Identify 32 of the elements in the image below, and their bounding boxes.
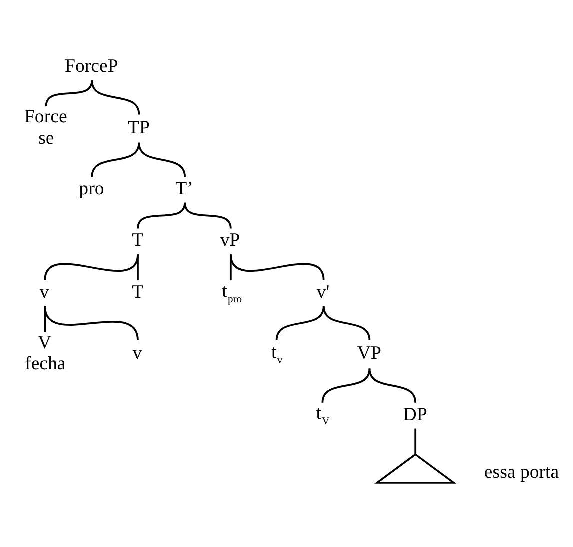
node-label: essa porta: [484, 462, 560, 483]
connector: [138, 142, 186, 178]
node-text: pro: [79, 178, 104, 200]
node-text: t$_{V}$: [316, 403, 330, 428]
node-text: v: [132, 343, 142, 364]
connector: [44, 254, 139, 281]
node-text: TP: [128, 117, 150, 138]
connector: [230, 254, 325, 281]
connector: [91, 80, 140, 115]
node-text: v': [316, 282, 330, 303]
node-text: ForceP: [65, 56, 118, 78]
node-text: v: [40, 282, 50, 303]
node-text: Force se: [24, 106, 68, 149]
connector: [137, 254, 139, 281]
connector: [276, 306, 325, 341]
node-text: t$_{pro}$: [222, 280, 242, 306]
connector: [368, 368, 417, 404]
node-text: T: [132, 282, 144, 303]
connector: [414, 428, 417, 454]
node-text: DP: [403, 404, 428, 426]
connector: [322, 368, 371, 404]
connector: [91, 142, 140, 178]
connector: [44, 306, 139, 341]
connector: [44, 306, 46, 332]
node-text: V fecha: [25, 332, 66, 375]
node-triangle: [374, 453, 457, 484]
node-text: T’: [176, 178, 194, 200]
node-text: T: [132, 230, 144, 252]
node-text: vP: [220, 230, 240, 252]
node-text: t$_{v}$: [272, 342, 283, 366]
node-text: VP: [357, 343, 382, 364]
connector: [322, 306, 371, 341]
